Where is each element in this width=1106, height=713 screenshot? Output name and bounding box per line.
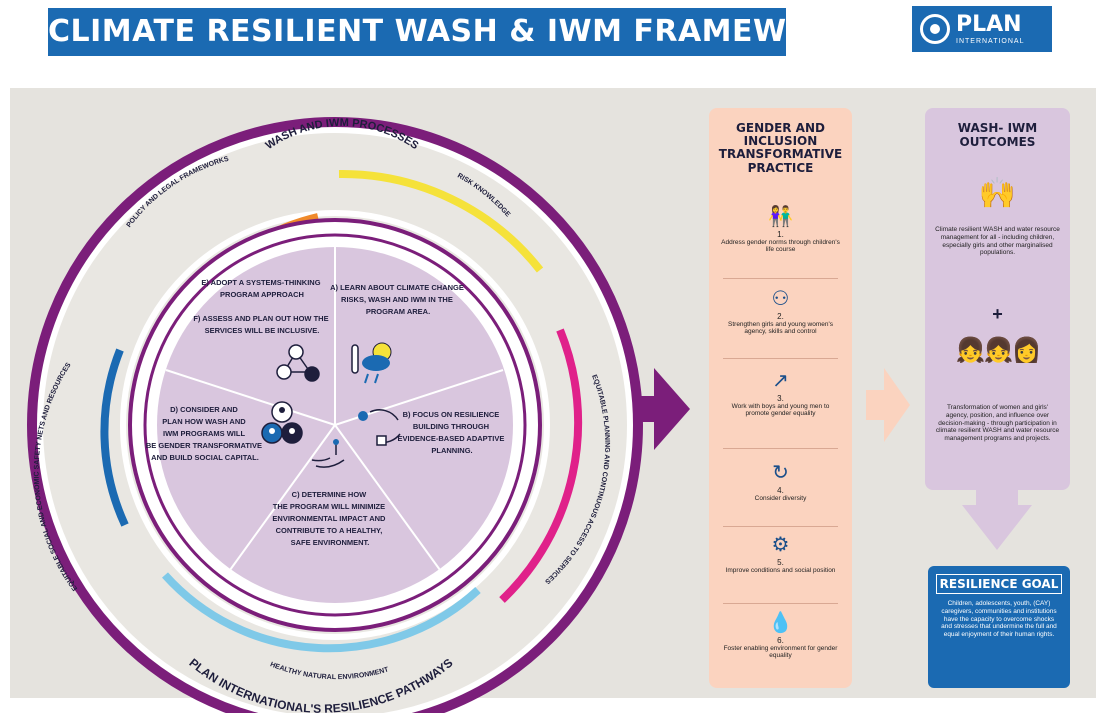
girls-group-icon: 👧👧👩: [955, 337, 1042, 364]
segment-e-text: E) ADOPT A SYSTEMS-THINKING PROGRAM APPR…: [201, 278, 322, 299]
plus-sign: +: [992, 304, 1003, 324]
gender-item: 💧 6. Foster enabling environment for gen…: [709, 610, 852, 660]
gender-item-number: 2.: [777, 312, 784, 321]
environment-arc: [162, 572, 481, 653]
safety-arc: [100, 348, 129, 527]
segment-b-text: B) FOCUS ON RESILIENCE BUILDING THROUGH …: [398, 410, 507, 455]
gender-practice-title: GENDER AND INCLUSION TRANSFORMATIVE PRAC…: [718, 121, 843, 175]
segment-a-text: A) LEARN ABOUT CLIMATE CHANGE RISKS, WAS…: [330, 283, 466, 316]
gears-icon: ⚙: [771, 534, 790, 556]
gender-item: ⚙ 5. Improve conditions and social posit…: [709, 532, 852, 574]
gender-item-text: Consider diversity: [754, 495, 807, 502]
equitable-arc: [499, 328, 583, 603]
outcomes-to-goal-arrow: [962, 490, 1032, 550]
segment-c-text: C) DETERMINE HOW THE PROGRAM WILL MINIMI…: [272, 490, 387, 547]
plan-logo-icon: [920, 14, 950, 44]
outcomes-column: WASH- IWM OUTCOMES 🙌 Climate resilient W…: [925, 108, 1070, 490]
gender-item-text: Improve conditions and social position: [725, 567, 836, 574]
gender-item: ↻ 4. Consider diversity: [709, 460, 852, 502]
risk-arc: [338, 169, 544, 273]
gender-item: ⚇ 2. Strengthen girls and young women's …: [709, 286, 852, 336]
growth-chart-icon: ↗: [772, 370, 789, 392]
people-circle-icon: [261, 401, 303, 444]
divider: [723, 603, 838, 604]
cycle-icon: [358, 409, 401, 446]
gender-item-number: 4.: [777, 486, 784, 495]
logo-name: PLAN: [956, 11, 1022, 37]
practice-to-outcomes-arrow: [866, 368, 910, 442]
gender-item: 👫 1. Address gender norms through childr…: [709, 204, 852, 254]
plan-logo: PLAN INTERNATIONAL: [912, 6, 1052, 52]
resilience-goal-text: Children, adolescents, youth, (CAY) care…: [941, 600, 1057, 639]
gender-item-text: Address gender norms through children's …: [721, 239, 840, 254]
group-network-icon: ⚇: [771, 288, 790, 310]
diversity-cycle-icon: ↻: [772, 462, 789, 484]
segment-d-text: D) CONSIDER AND PLAN HOW WASH AND IWM PR…: [146, 405, 264, 462]
divider: [723, 278, 838, 279]
children-icon: 👫: [768, 206, 793, 228]
gender-item-number: 6.: [777, 636, 784, 645]
logo-sub: INTERNATIONAL: [956, 37, 1025, 45]
hand-plant-icon: [311, 439, 345, 468]
outcomes-text-1: Climate resilient WASH and water resourc…: [935, 226, 1060, 257]
hands-water-icon: 💧: [768, 612, 793, 634]
climate-icon: [351, 342, 392, 384]
page-title: CLIMATE RESILIENT WASH & IWM FRAMEWORK: [48, 8, 786, 56]
gender-item-number: 1.: [777, 230, 784, 239]
gender-item: ↗ 3. Work with boys and young men to pro…: [709, 368, 852, 418]
gender-item-text: Work with boys and young men to promote …: [731, 403, 830, 418]
gender-item-number: 3.: [777, 394, 784, 403]
outcomes-title: WASH- IWM OUTCOMES: [957, 121, 1038, 149]
gender-practice-column: GENDER AND INCLUSION TRANSFORMATIVE PRAC…: [709, 108, 852, 688]
segment-f-text: F) ASSESS AND PLAN OUT HOW THE SERVICES …: [193, 314, 330, 335]
white-ring: [120, 210, 550, 640]
divider: [723, 526, 838, 527]
divider: [723, 358, 838, 359]
divider: [723, 448, 838, 449]
gender-item-text: Foster enabling environment for gender e…: [723, 645, 838, 660]
outcomes-text-2: Transformation of women and girls' agenc…: [935, 404, 1060, 443]
child-raised-arms-icon: 🙌: [978, 177, 1017, 210]
network-icon: [276, 344, 320, 382]
gender-item-number: 5.: [777, 558, 784, 567]
wheel-to-practice-arrow: [640, 368, 690, 450]
resilience-goal-box: RESILIENCE GOAL Children, adolescents, y…: [928, 566, 1070, 688]
resilience-goal-title: RESILIENCE GOAL: [936, 574, 1062, 594]
gender-item-text: Strengthen girls and young women's agenc…: [728, 321, 833, 336]
